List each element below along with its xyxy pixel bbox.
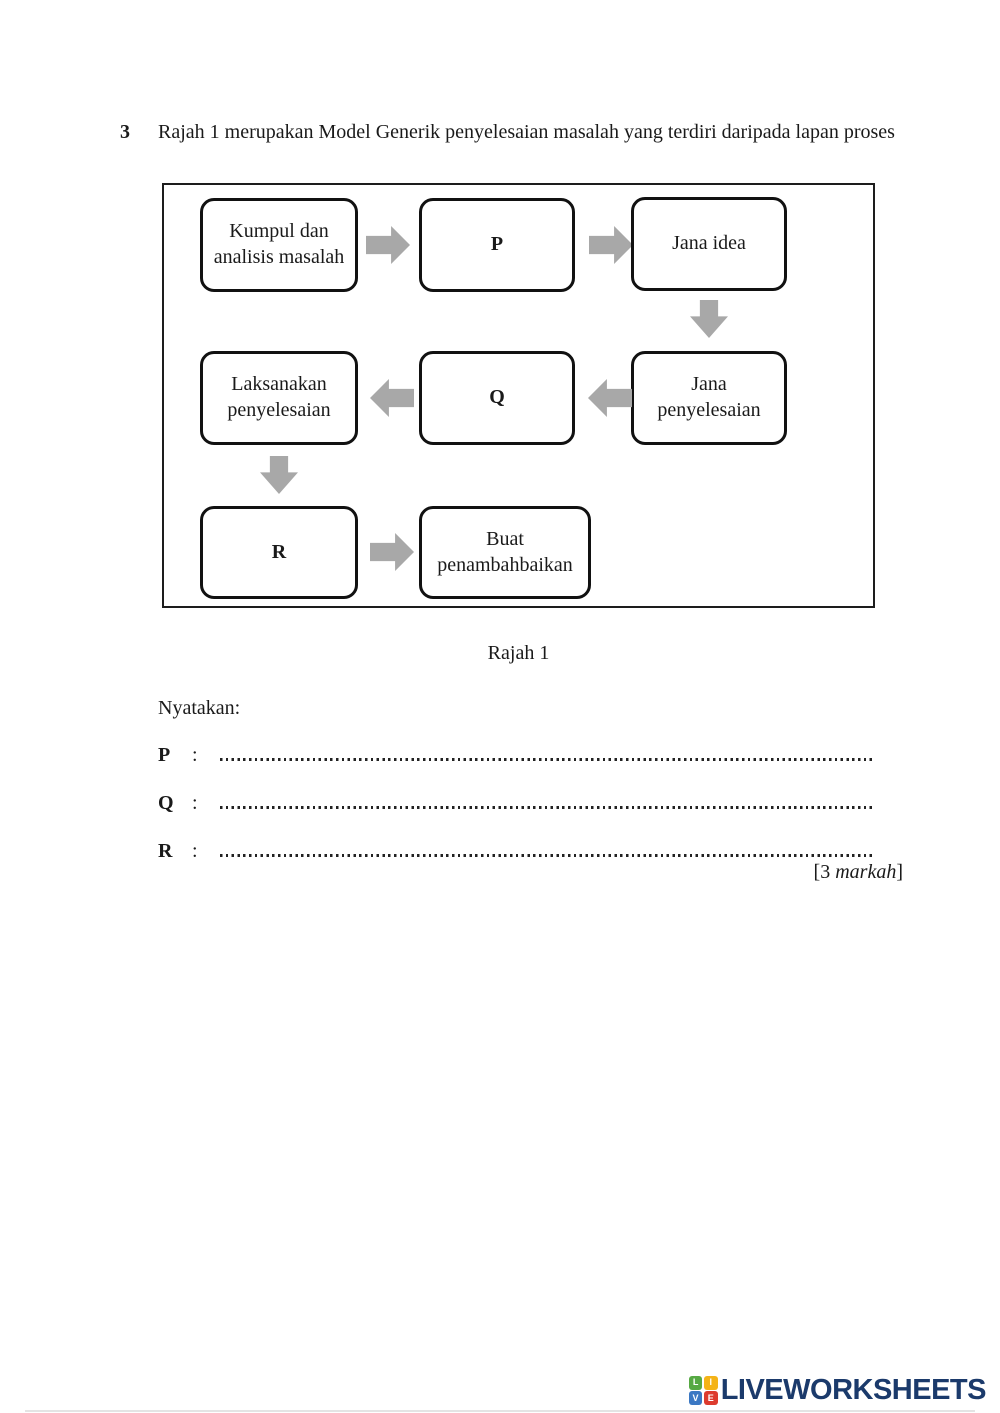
flow-node-q: Q — [419, 351, 575, 445]
flow-node-jana-penyelesaian: Jana penyelesaian — [631, 351, 787, 445]
flow-node-label: Jana idea — [672, 232, 746, 255]
flow-node-laksanakan: Laksanakan penyelesaian — [200, 351, 358, 445]
flow-arrow-down-icon — [690, 300, 728, 338]
answers-section: P : Q : R : — [158, 744, 875, 888]
answer-colon: : — [192, 840, 198, 862]
question-text: Rajah 1 merupakan Model Generik penyeles… — [158, 121, 895, 143]
flow-node-label: Jana penyelesaian — [657, 373, 761, 421]
liveworksheets-wordmark: LIVEWORKSHEETS — [720, 1374, 987, 1406]
logo-letter-i: I — [703, 1376, 718, 1390]
marks-prefix: [3 — [813, 861, 831, 883]
flow-node-jana-idea: Jana idea — [631, 197, 787, 291]
flow-arrow-right-icon — [366, 226, 410, 264]
liveworksheets-logo-icon: L I V E — [688, 1376, 718, 1405]
answer-colon: : — [192, 744, 198, 766]
answer-label-p: P — [158, 744, 171, 766]
answer-line-q[interactable] — [220, 806, 875, 809]
answer-line-p[interactable] — [220, 758, 875, 761]
logo-letter-l: L — [688, 1376, 703, 1390]
flow-node-label: R — [271, 540, 287, 563]
diagram-caption: Rajah 1 — [487, 642, 550, 664]
question-number: 3 — [120, 121, 130, 143]
flow-node-p: P — [419, 198, 575, 292]
marks-word: markah — [835, 861, 897, 883]
flow-arrow-down-icon — [260, 456, 298, 494]
liveworksheets-logo[interactable]: L I V E LIVEWORKSHEETS — [688, 1374, 987, 1406]
answer-label-r: R — [158, 840, 173, 862]
answer-row-q: Q : — [158, 792, 875, 840]
flow-node-label: Q — [489, 386, 505, 409]
answer-row-p: P : — [158, 744, 875, 792]
answer-row-r: R : — [158, 840, 875, 888]
page-bottom-divider — [25, 1410, 975, 1412]
flow-arrow-left-icon — [370, 379, 414, 417]
flow-arrow-right-icon — [589, 226, 633, 264]
marks-suffix: ] — [896, 861, 903, 883]
answer-label-q: Q — [158, 792, 174, 814]
flow-node-label: Kumpul dan analisis masalah — [213, 220, 345, 268]
flow-arrow-left-icon — [588, 379, 632, 417]
flow-node-kumpul-analisis: Kumpul dan analisis masalah — [200, 198, 358, 292]
logo-letter-v: V — [688, 1391, 703, 1405]
answer-colon: : — [192, 792, 198, 814]
flow-arrow-right-icon — [370, 533, 414, 571]
answers-prompt: Nyatakan: — [158, 697, 241, 719]
logo-letter-e: E — [703, 1391, 718, 1405]
flow-node-label: Buat penambahbaikan — [437, 527, 573, 576]
flow-node-r: R — [200, 506, 358, 599]
diagram-frame: Kumpul dan analisis masalah P Jana idea … — [162, 183, 875, 608]
flow-node-label: P — [490, 233, 504, 256]
flow-node-buat-penambahbaikan: Buat penambahbaikan — [419, 506, 591, 599]
question-header: 3 Rajah 1 merupakan Model Generik penyel… — [120, 121, 920, 144]
answer-line-r[interactable] — [220, 854, 875, 857]
flow-node-label: Laksanakan penyelesaian — [227, 373, 331, 421]
